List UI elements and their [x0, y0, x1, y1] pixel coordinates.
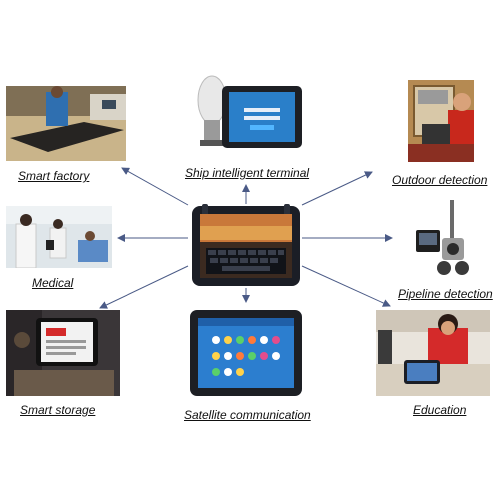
caption-satellite-communication: Satellite communication	[184, 408, 311, 422]
smart-storage-photo	[6, 310, 120, 396]
caption-smart-factory: Smart factory	[18, 169, 90, 183]
outdoor-detection-photo	[408, 80, 474, 162]
medical-photo	[6, 206, 112, 268]
arrow-to-smart-factory	[121, 167, 189, 206]
caption-ship-intelligent-terminal: Ship intelligent terminal	[185, 166, 310, 180]
satellite-communication-photo	[190, 310, 302, 396]
pipeline-detection-photo	[412, 200, 474, 280]
caption-outdoor-detection: Outdoor detection	[392, 173, 488, 187]
ship-terminal-photo	[194, 70, 302, 162]
smart-factory-photo	[6, 86, 126, 161]
arrow-to-smart-storage	[99, 265, 189, 309]
caption-education: Education	[413, 403, 467, 417]
rugged-tablet-photo	[192, 204, 300, 288]
arrow-to-education	[301, 265, 391, 307]
arrow-to-outdoor-detection	[301, 171, 373, 206]
education-photo	[376, 310, 490, 396]
caption-medical: Medical	[32, 276, 74, 290]
caption-smart-storage: Smart storage	[20, 403, 96, 417]
caption-pipeline-detection: Pipeline detection	[398, 287, 493, 301]
